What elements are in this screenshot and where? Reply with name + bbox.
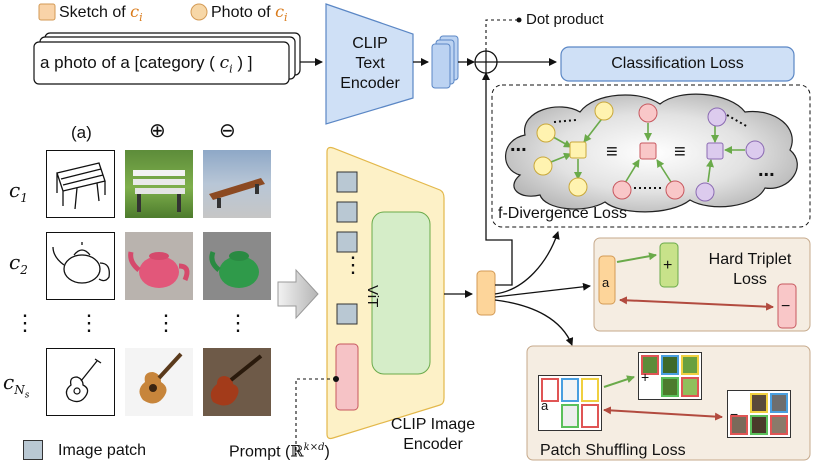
text-prompt-sub: i bbox=[229, 62, 233, 76]
legend-sketch: Sketch of ci bbox=[59, 2, 143, 25]
legend-photo-label: Photo of bbox=[211, 4, 271, 21]
image-encoder-label: CLIP Image Encoder bbox=[378, 415, 488, 455]
equiv-sign-2: ≡ bbox=[674, 141, 686, 163]
classification-loss-label: Classification Loss bbox=[611, 55, 744, 72]
row-label-2: c2 bbox=[9, 250, 28, 277]
triplet-negative-label: − bbox=[781, 298, 791, 315]
hard-triplet-label: Hard Triplet Loss bbox=[700, 250, 800, 290]
sketch-guitar bbox=[46, 348, 115, 416]
cloud-ellipsis-right: ... bbox=[758, 159, 775, 181]
vdots-positive-column: ⋮ bbox=[155, 310, 177, 335]
text-encoder-label: CLIP Text Encoder bbox=[330, 34, 410, 94]
photo-teapot-positive bbox=[125, 232, 193, 300]
image-embedding bbox=[476, 270, 496, 316]
text-prompt-suffix: ) ] bbox=[237, 53, 253, 72]
vdots-patches: ⋮ bbox=[342, 252, 364, 277]
legend-sketch-swatch bbox=[38, 3, 56, 21]
patch-shuffle-label: Patch Shuffling Loss bbox=[540, 442, 686, 459]
legend-photo-swatch bbox=[190, 3, 208, 21]
classification-loss-box bbox=[560, 46, 795, 82]
text-prompt-prefix: a photo of a [category ( bbox=[40, 53, 215, 72]
photo-bench-positive bbox=[125, 150, 193, 218]
legend-photo-sub: i bbox=[284, 11, 288, 25]
legend-prompt-label: Prompt bbox=[229, 443, 281, 461]
image-encoder-line1: CLIP Image bbox=[390, 416, 476, 433]
legend-prompt-math: ℝ bbox=[290, 441, 304, 461]
row-label-ns: cNs bbox=[3, 370, 30, 401]
text-embedding bbox=[431, 43, 451, 89]
triplet-anchor bbox=[598, 255, 616, 305]
photo-guitar-positive bbox=[125, 348, 193, 416]
legend-patch-label: Image patch bbox=[58, 442, 147, 459]
equiv-sign-1: ≡ bbox=[606, 141, 618, 163]
legend-sketch-label: Sketch of bbox=[59, 4, 126, 21]
text-prompt: a photo of a [category ( ci ) ] bbox=[40, 54, 252, 74]
vit-label: ViT bbox=[364, 285, 381, 308]
clip-text-encoder bbox=[325, 3, 414, 125]
legend-sketch-sub: i bbox=[139, 11, 143, 25]
legend-photo: Photo of ci bbox=[211, 2, 288, 25]
node-cluster-sketch bbox=[533, 101, 614, 197]
shuffle-positive-label: + bbox=[641, 369, 650, 385]
text-encoder-line2: Text bbox=[355, 55, 385, 72]
text-prompt-var: c bbox=[219, 53, 230, 73]
vit-block bbox=[371, 211, 431, 375]
cloud-ellipsis-left: ... bbox=[510, 134, 527, 156]
input-arrow bbox=[277, 268, 319, 320]
node-cluster-photo-b bbox=[695, 107, 765, 202]
photo-teapot-negative bbox=[203, 232, 271, 300]
hard-triplet-line2: Loss bbox=[733, 271, 767, 288]
shuffle-negative-label: − bbox=[730, 406, 739, 422]
prompt-token bbox=[335, 343, 359, 411]
vdots-negative-column: ⋮ bbox=[227, 310, 249, 335]
hard-triplet-line1: Hard Triplet bbox=[708, 251, 792, 268]
sketch-teapot bbox=[46, 232, 115, 300]
text-prompt-card bbox=[33, 41, 290, 85]
triplet-anchor-label: a bbox=[602, 275, 610, 290]
legend-prompt: Prompt (ℝk×d) bbox=[229, 441, 330, 461]
legend-photo-var: c bbox=[275, 2, 285, 21]
column-negative-header: ⊖ bbox=[219, 120, 236, 142]
shuffle-anchor-label: a bbox=[541, 398, 549, 413]
column-positive-header: ⊕ bbox=[149, 120, 166, 142]
shuffle-anchor-grid bbox=[538, 375, 602, 431]
text-encoder-line3: Encoder bbox=[340, 75, 400, 92]
vdots-sketch-column: ⋮ bbox=[78, 310, 100, 335]
column-sketch-header: (a) bbox=[71, 123, 92, 142]
legend-patch-swatch bbox=[23, 440, 43, 460]
image-patches bbox=[336, 171, 358, 325]
image-encoder-line2: Encoder bbox=[403, 436, 463, 453]
shuffle-negative-grid bbox=[727, 390, 791, 438]
photo-guitar-negative bbox=[203, 348, 271, 416]
f-divergence-label: f-Divergence Loss bbox=[498, 205, 627, 222]
node-cluster-photo-a bbox=[612, 103, 685, 200]
dot-product-label: Dot product bbox=[526, 11, 604, 28]
text-encoder-line1: CLIP bbox=[352, 35, 388, 52]
legend-prompt-sup: k×d bbox=[303, 442, 325, 453]
legend-sketch-var: c bbox=[130, 2, 140, 21]
vdots-row-labels: ⋮ bbox=[14, 310, 36, 335]
photo-bench-negative bbox=[203, 150, 271, 218]
triplet-positive bbox=[659, 242, 679, 288]
triplet-negative bbox=[777, 283, 797, 329]
row-label-1: c1 bbox=[9, 178, 28, 205]
shuffle-positive-grid bbox=[638, 352, 702, 400]
triplet-positive-label: + bbox=[663, 257, 673, 274]
sketch-bench bbox=[46, 150, 115, 218]
